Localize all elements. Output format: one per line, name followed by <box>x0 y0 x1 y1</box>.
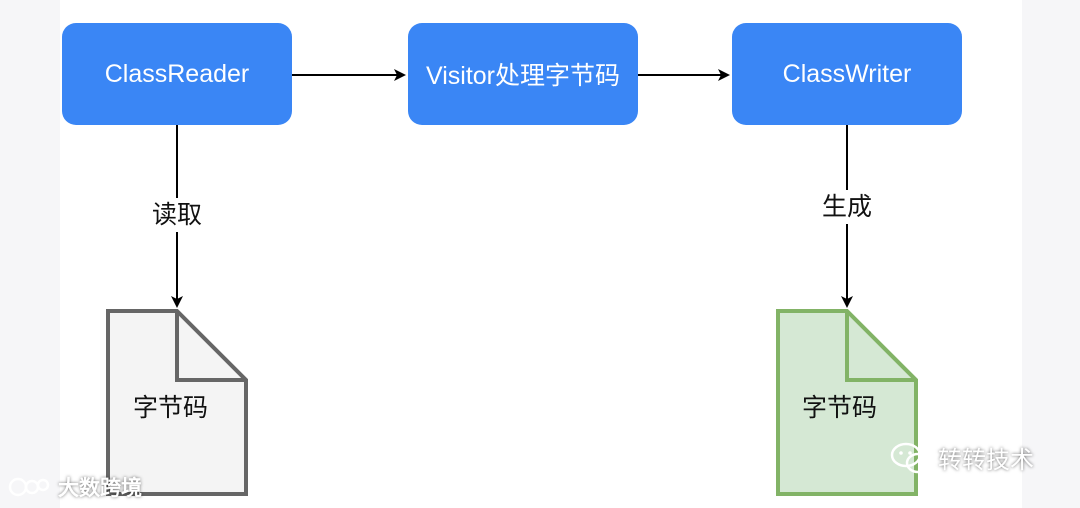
bytecode-document-left <box>106 309 248 496</box>
watermark-left-text: 大数跨境 <box>58 476 142 500</box>
visitor-node: Visitor处理字节码 <box>408 23 638 125</box>
watermark-right-text: 转转技术 <box>938 446 1034 474</box>
bytecode-left-label: 字节码 <box>133 393 209 422</box>
class-writer-node: ClassWriter <box>732 23 962 125</box>
watermark-left: 大数跨境 <box>8 472 142 502</box>
brand-logo-icon <box>8 477 50 497</box>
generate-edge-label: 生成 <box>820 190 875 224</box>
bytecode-document-right <box>776 309 918 496</box>
class-reader-node: ClassReader <box>62 23 292 125</box>
bytecode-right-label: 字节码 <box>802 393 878 422</box>
watermark-right: 转转技术 <box>890 440 1034 475</box>
read-edge-label: 读取 <box>150 198 205 232</box>
wechat-icon <box>890 442 931 473</box>
